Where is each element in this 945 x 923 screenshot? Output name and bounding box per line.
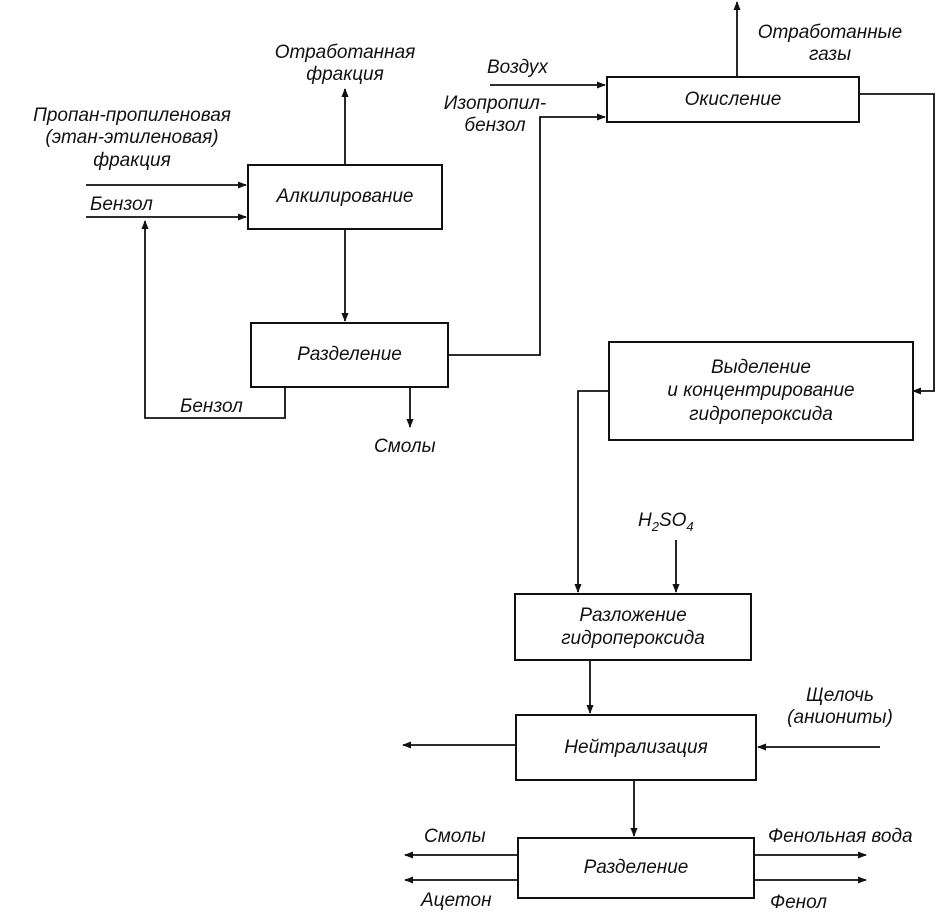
isolation-box: Выделение и концентрирование гидроперокс… (608, 341, 914, 441)
air-label: Воздух (487, 57, 548, 78)
phenol-water-label: Фенольная вода (768, 826, 913, 847)
phenol-label: Фенол (770, 892, 827, 913)
alkali-label: Щелочь (аниониты) (787, 685, 893, 729)
waste-fraction-label: Отработанная фракция (274, 42, 416, 86)
neutralization-box: Нейтрализация (515, 714, 757, 781)
arrow-isopropylbenzene-to-oxidation (448, 113, 606, 356)
alkylation-box: Алкилирование (247, 164, 443, 230)
arrow-oxidation-to-isolation (858, 93, 935, 395)
separation-box-1: Разделение (250, 322, 449, 388)
arrow-benzene-recycle (141, 220, 286, 419)
arrow-isolation-to-decomposition (574, 390, 609, 593)
acetone-label: Ацетон (421, 890, 492, 911)
propane-fraction-label: Пропан-пропиленовая (этан-этиленовая) фр… (33, 105, 231, 171)
decomposition-box: Разложение гидропероксида (514, 593, 752, 661)
resins-label-2: Смолы (424, 826, 486, 847)
resins-label-1: Смолы (374, 436, 436, 457)
waste-gases-label: Отработанные газы (757, 22, 903, 66)
isopropylbenzene-label: Изопропил- бензол (443, 93, 547, 137)
separation-box-2: Разделение (517, 837, 755, 899)
benzene-input-label: Бензол (90, 194, 153, 215)
oxidation-box: Окисление (606, 76, 860, 123)
h2so4-label: H2SO4 (638, 510, 694, 534)
benzene-recycle-label: Бензол (180, 396, 243, 417)
